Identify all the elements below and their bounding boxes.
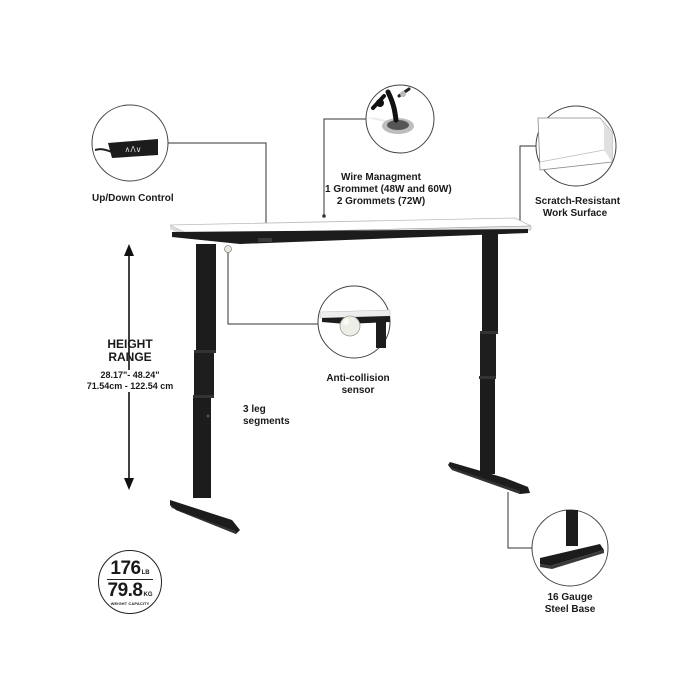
weight-kg-row: 79.8 KG <box>108 581 153 600</box>
anti-collision-line-1: Anti-collision <box>326 373 390 384</box>
anti-collision-line-2: sensor <box>341 385 375 396</box>
work-surface-detail <box>535 105 617 187</box>
wire-management-line-1: Wire Managment <box>341 172 421 183</box>
weight-lb-value: 176 <box>110 557 141 579</box>
height-range-cm: 71.54cm - 122.54 cm <box>86 381 174 391</box>
wire-management-detail <box>365 84 435 154</box>
weight-capacity-caption: WEIGHT CAPACITY <box>110 600 150 606</box>
leader-steel-base <box>507 492 532 549</box>
desk-frame <box>172 229 528 253</box>
weight-lb-row: 176 LB <box>110 559 149 578</box>
height-range-values: 28.17"- 48.24" 71.54cm - 122.54 cm <box>79 370 181 392</box>
anti-collision-detail <box>317 285 391 359</box>
wire-management-label: Wire Managment 1 Grommet (48W and 60W) 2… <box>325 172 452 208</box>
work-surface-line-2: Work Surface <box>542 208 608 219</box>
weight-lb-unit: LB <box>141 569 150 576</box>
right-leg <box>448 233 530 494</box>
leader-anti-collision <box>227 250 318 325</box>
steel-base-line-1: 16 Gauge <box>547 592 593 603</box>
svg-text:∧Λ∨: ∧Λ∨ <box>124 145 141 154</box>
height-range-title-line-1: HEIGHT <box>107 337 153 351</box>
height-range-title: HEIGHT RANGE <box>100 338 160 364</box>
work-surface-label: Scratch-Resistant Work Surface <box>535 196 621 220</box>
steel-base-line-2: Steel Base <box>544 604 596 615</box>
work-surface-line-1: Scratch-Resistant <box>535 196 621 207</box>
double-arrow-vertical-icon <box>124 244 134 490</box>
leader-lines <box>150 118 536 549</box>
leg-segments-line-1: 3 leg <box>243 404 266 415</box>
up-down-control-icon <box>258 238 272 242</box>
steel-base-detail <box>531 509 609 587</box>
wire-management-line-2: 1 Grommet (48W and 60W) <box>325 184 452 195</box>
leader-wire-management <box>323 118 366 216</box>
height-range-title-line-2: RANGE <box>108 350 152 364</box>
up-down-control-text: Up/Down Control <box>92 193 174 204</box>
weight-kg-unit: KG <box>143 591 153 598</box>
weight-divider <box>107 578 153 580</box>
leg-segments-label: 3 leg segments <box>243 404 290 428</box>
steel-base-label: 16 Gauge Steel Base <box>538 592 602 616</box>
weight-kg-value: 79.8 <box>107 579 143 601</box>
height-range-inches: 28.17"- 48.24" <box>100 370 160 380</box>
leg-segments-line-2: segments <box>243 416 290 427</box>
leader-work-surface <box>519 145 536 222</box>
anti-collision-label: Anti-collision sensor <box>320 373 396 397</box>
left-leg <box>170 244 240 534</box>
anti-collision-sensor-icon <box>224 245 232 253</box>
leader-up-down-control <box>150 142 267 240</box>
up-down-control-label: Up/Down Control <box>92 193 174 205</box>
weight-capacity-badge: 176 LB 79.8 KG WEIGHT CAPACITY <box>98 550 162 614</box>
up-down-control-detail: ∧Λ∨ <box>91 104 169 182</box>
wire-management-line-3: 2 Grommets (72W) <box>336 196 426 207</box>
